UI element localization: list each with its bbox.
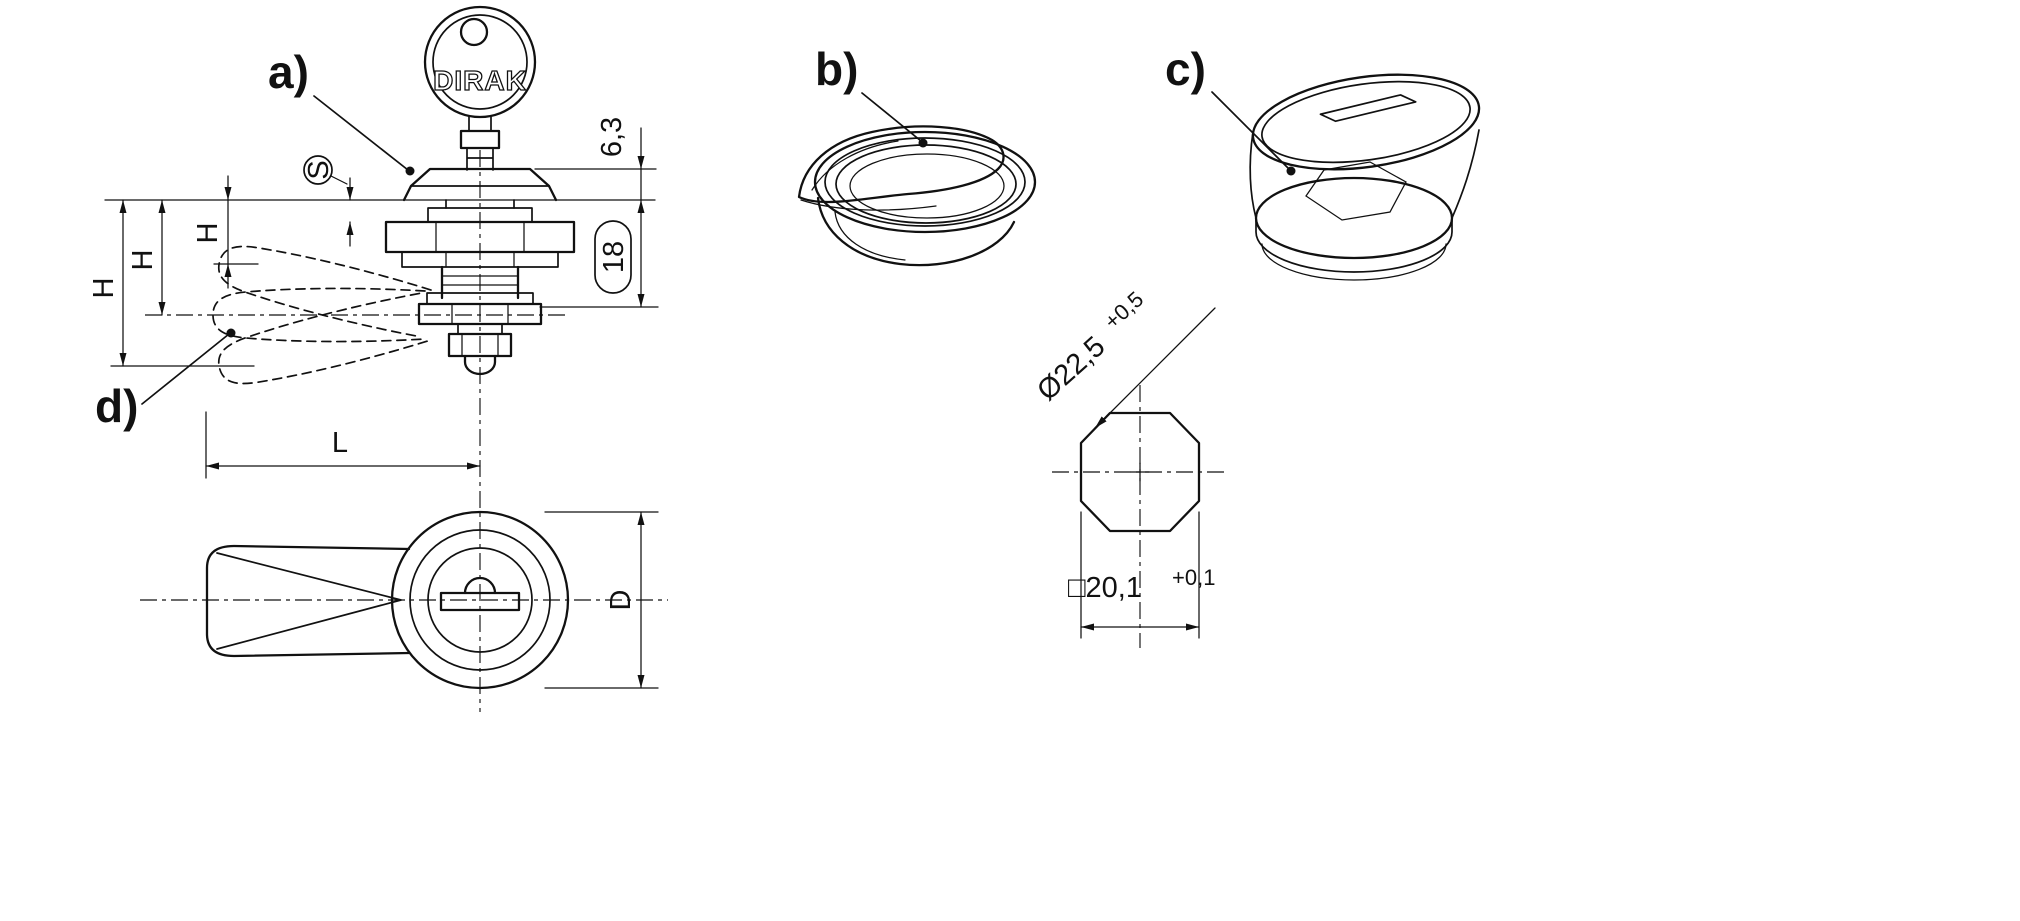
key-neck	[468, 116, 492, 132]
s-symbol-text: S	[303, 160, 335, 179]
dim-h2-text: H	[127, 250, 159, 271]
dim-dia-leader	[1094, 307, 1216, 429]
callout-d-dot	[226, 328, 236, 338]
dim-18-frame	[594, 220, 632, 294]
dim-grip-h2: H	[127, 199, 166, 316]
dim-h1-text: H	[88, 278, 120, 299]
cover-isometric	[1249, 73, 1481, 281]
ext-lines-square	[1080, 511, 1200, 639]
key-ring-hole	[459, 17, 489, 47]
dim-panel-thickness: S	[303, 155, 354, 247]
lock-front-view	[104, 167, 656, 376]
wing-knob-isometric	[797, 125, 1037, 267]
wing-lower-edge	[800, 199, 937, 211]
wing-fold-line	[811, 140, 899, 191]
dim-h3-text: H	[192, 223, 224, 244]
key-front-view: DIRAK	[423, 5, 537, 171]
callout-a-dot	[405, 166, 415, 176]
cutout-detail: Ø22,5 +0,5 □20,1 +0,1	[1031, 286, 1228, 648]
dim-cutout-diameter: Ø22,5 +0,5	[1031, 286, 1216, 429]
key-head-outline	[423, 5, 537, 119]
lid-outer	[1251, 73, 1481, 171]
dim-cutout-square: □20,1 +0,1	[1068, 511, 1215, 639]
dim-grip-h1: H	[88, 199, 255, 367]
cam-nut	[447, 332, 513, 358]
hex-nut-small-facets	[445, 251, 515, 268]
centerlines	[140, 150, 668, 712]
wing-cam-facets	[216, 552, 402, 650]
thread-lines	[441, 275, 519, 286]
side-right	[1451, 129, 1480, 219]
neck-under-panel	[445, 199, 515, 209]
dim-cutout-square-text: □20,1	[1068, 572, 1142, 604]
cup-body-detail	[834, 211, 906, 261]
dim-dia-text-group: Ø22,5 +0,5	[1031, 286, 1148, 408]
side-left	[1249, 131, 1257, 219]
base-rim-thickness	[1255, 217, 1453, 273]
cover-lid	[1251, 73, 1481, 171]
s-leader	[330, 175, 348, 185]
dim-head-height-text: 6,3	[596, 117, 628, 157]
base-ring-detail	[1261, 243, 1447, 281]
cup-rim-inner	[835, 144, 1017, 224]
callout-a-leader	[313, 95, 409, 171]
hex-recess-hint	[1305, 161, 1407, 221]
dim-cutout-square-tol-text: +0,1	[1172, 565, 1215, 590]
cam-position-lower	[217, 245, 432, 338]
cutout-center-cross	[1130, 462, 1150, 482]
dim-18-text: 18	[598, 241, 630, 273]
callout-c: c)	[1165, 43, 1296, 176]
cam-positions-dashed	[212, 245, 432, 385]
dim-l-text: L	[332, 427, 348, 459]
cup-opening	[849, 153, 1005, 219]
callout-d-leader	[141, 333, 230, 405]
dim-d-text: D	[605, 590, 637, 611]
wing-cam-outline	[205, 544, 411, 658]
dim-grip-h3: H	[192, 175, 259, 289]
callout-a-label: a)	[268, 46, 309, 98]
callout-b-label: b)	[815, 43, 858, 95]
plan-mid-circle	[409, 529, 551, 671]
plan-view: D	[205, 510, 659, 690]
cam-position-middle	[212, 287, 426, 343]
callout-d: d)	[95, 328, 236, 432]
plan-cylinder-circle	[427, 547, 533, 653]
key-collar	[459, 129, 501, 150]
cup-rim-mid	[824, 137, 1026, 227]
key-shaft	[466, 147, 494, 171]
lid-slot	[1319, 94, 1417, 123]
hex-nut-facets	[435, 221, 525, 253]
callout-c-dot	[1286, 166, 1296, 176]
callout-c-label: c)	[1165, 43, 1206, 95]
dim-diameter: D	[544, 511, 659, 689]
dim-cutout-dia-text: Ø22,5	[1031, 331, 1111, 408]
key-slot	[439, 591, 521, 612]
cam-hub-lines	[451, 303, 509, 325]
wing-handle	[797, 125, 1005, 204]
callout-b-leader	[861, 92, 922, 142]
lock-head-flange	[402, 167, 558, 202]
key-head-inner	[432, 14, 528, 110]
callout-b-dot	[918, 138, 928, 148]
callout-d-label: d)	[95, 380, 138, 432]
s-symbol-circle	[303, 155, 333, 185]
callout-a: a)	[268, 46, 415, 176]
lid-inner	[1261, 80, 1471, 164]
dim-nut-grip-18: 18	[539, 199, 659, 308]
cutout-octagon	[1079, 411, 1201, 533]
cam-position-upper	[217, 292, 432, 385]
dim-cam-length: L	[205, 411, 481, 479]
callout-c-leader	[1211, 91, 1290, 170]
stud-tip	[463, 354, 497, 376]
dim-cutout-dia-tol-text: +0,5	[1099, 286, 1148, 334]
dim-head-height: 6,3	[534, 117, 657, 201]
callout-b: b)	[815, 43, 928, 148]
brand-text: DIRAK	[433, 65, 527, 96]
plan-outer-circle	[390, 510, 570, 690]
hex-nut-small	[401, 251, 559, 268]
cup-rim-outer	[813, 130, 1037, 234]
cam-nut-facets	[461, 333, 499, 357]
key-slot-bump	[463, 576, 497, 595]
cup-body	[816, 196, 1016, 267]
